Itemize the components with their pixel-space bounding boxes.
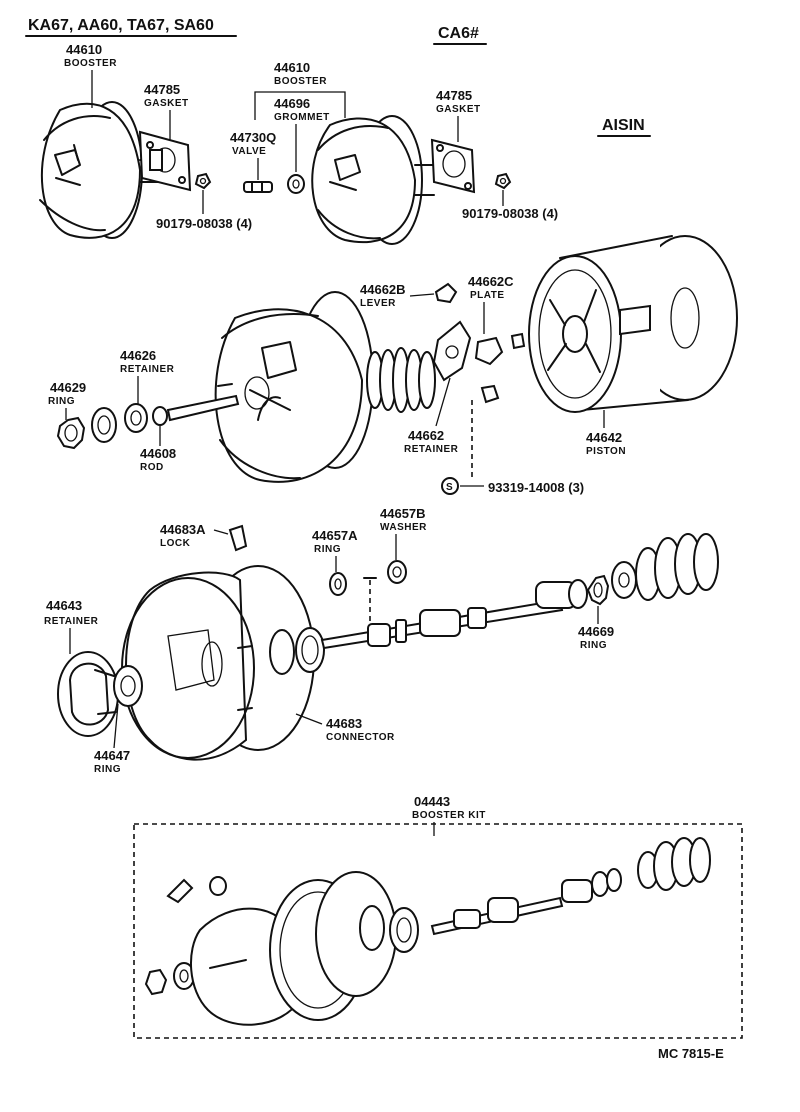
ring-44629-number: 44629 xyxy=(50,380,86,395)
ring-44657a-label: RING xyxy=(314,544,341,555)
connector-label: CONNECTOR xyxy=(326,732,395,743)
nut-left-drawing xyxy=(194,172,212,190)
seal-drawing xyxy=(91,403,168,443)
boot-drawing xyxy=(611,533,719,601)
lock-drawing xyxy=(228,524,248,552)
ring-44629-drawing xyxy=(56,416,86,450)
booster-right-number: 44610 xyxy=(274,60,310,75)
rod-drawing xyxy=(166,383,240,422)
washer-number: 44657B xyxy=(380,506,426,521)
lever-label: LEVER xyxy=(360,298,396,309)
retainer-44643-number: 44643 xyxy=(46,598,82,613)
valve-label: VALVE xyxy=(232,146,266,157)
booster-left-number: 44610 xyxy=(66,42,102,57)
connector-leader xyxy=(295,713,323,725)
lever-drawing xyxy=(434,282,458,304)
nut-right-number: 90179-08038 (4) xyxy=(462,206,558,221)
retainer-44662-drawing xyxy=(432,320,526,404)
piston-drawing xyxy=(528,235,738,413)
ca6-heading: CA6# xyxy=(438,25,479,42)
valve-drawing xyxy=(243,181,273,193)
grommet-drawing xyxy=(287,174,305,194)
valve-shaft-drawing xyxy=(320,579,588,650)
ring-44647-number: 44647 xyxy=(94,748,130,763)
nut-right-drawing xyxy=(494,172,512,190)
ring-44669-number: 44669 xyxy=(578,624,614,639)
gasket-left-drawing xyxy=(138,130,192,192)
retainer-44626-label: RETAINER xyxy=(120,364,175,375)
plate-number: 44662C xyxy=(468,274,514,289)
model-heading: KA67, AA60, TA67, SA60 xyxy=(28,17,214,34)
washer-label: WASHER xyxy=(380,522,427,533)
retainer-44626-number: 44626 xyxy=(120,348,156,363)
booster-middle-drawing xyxy=(214,291,374,483)
retainer-44662-leader xyxy=(435,377,451,427)
piston-number: 44642 xyxy=(586,430,622,445)
ring-44669-drawing xyxy=(586,574,610,606)
gasket-left-number: 44785 xyxy=(144,82,180,97)
spring-drawing xyxy=(366,347,436,413)
retainer-44643-label: RETAINER xyxy=(44,616,99,627)
gasket-right-drawing xyxy=(430,138,476,194)
ring-44647-drawing xyxy=(113,665,143,707)
screw-number: 93319-14008 (3) xyxy=(488,480,584,495)
ring-44647-label: RING xyxy=(94,764,121,775)
retainer-44662-number: 44662 xyxy=(408,428,444,443)
gasket-left-label: GASKET xyxy=(144,98,189,109)
rod-number: 44608 xyxy=(140,446,176,461)
housing-drawing xyxy=(121,565,325,761)
ring-44629-label: RING xyxy=(48,396,75,407)
kit-parts-drawing xyxy=(144,837,711,1026)
lever-number: 44662B xyxy=(360,282,406,297)
lever-leader xyxy=(409,293,435,297)
grommet-label: GROMMET xyxy=(274,112,330,123)
booster-left-label: BOOSTER xyxy=(64,58,117,69)
screw-drawing: S xyxy=(441,477,484,495)
diagram-code: MC 7815-E xyxy=(658,1046,724,1061)
retainer-44662-label: RETAINER xyxy=(404,444,459,455)
nut-left-number: 90179-08038 (4) xyxy=(156,216,252,231)
kit-label: BOOSTER KIT xyxy=(412,810,486,821)
lock-label: LOCK xyxy=(160,538,191,549)
connector-number: 44683 xyxy=(326,716,362,731)
aisin-heading: AISIN xyxy=(602,117,645,134)
plate-label: PLATE xyxy=(470,290,505,301)
valve-number: 44730Q xyxy=(230,130,276,145)
gasket-right-label: GASKET xyxy=(436,104,481,115)
screw-symbol: S xyxy=(446,482,453,493)
ring-44657a-drawing xyxy=(329,572,347,596)
washer-drawing xyxy=(387,560,407,584)
lock-leader xyxy=(213,529,229,535)
grommet-number: 44696 xyxy=(274,96,310,111)
rod-label: ROD xyxy=(140,462,164,473)
ring-44657a-number: 44657A xyxy=(312,528,358,543)
kit-number: 04443 xyxy=(414,794,450,809)
ring-44647-leader xyxy=(113,703,119,749)
gasket-right-number: 44785 xyxy=(436,88,472,103)
lock-number: 44683A xyxy=(160,522,206,537)
booster-right-drawing xyxy=(311,115,437,245)
booster-right-leader xyxy=(254,91,346,120)
retainer-44643-drawing xyxy=(57,651,119,737)
kit-dashed-frame xyxy=(133,823,743,1039)
booster-right-label: BOOSTER xyxy=(274,76,327,87)
piston-label: PISTON xyxy=(586,446,626,457)
ring-44669-label: RING xyxy=(580,640,607,651)
